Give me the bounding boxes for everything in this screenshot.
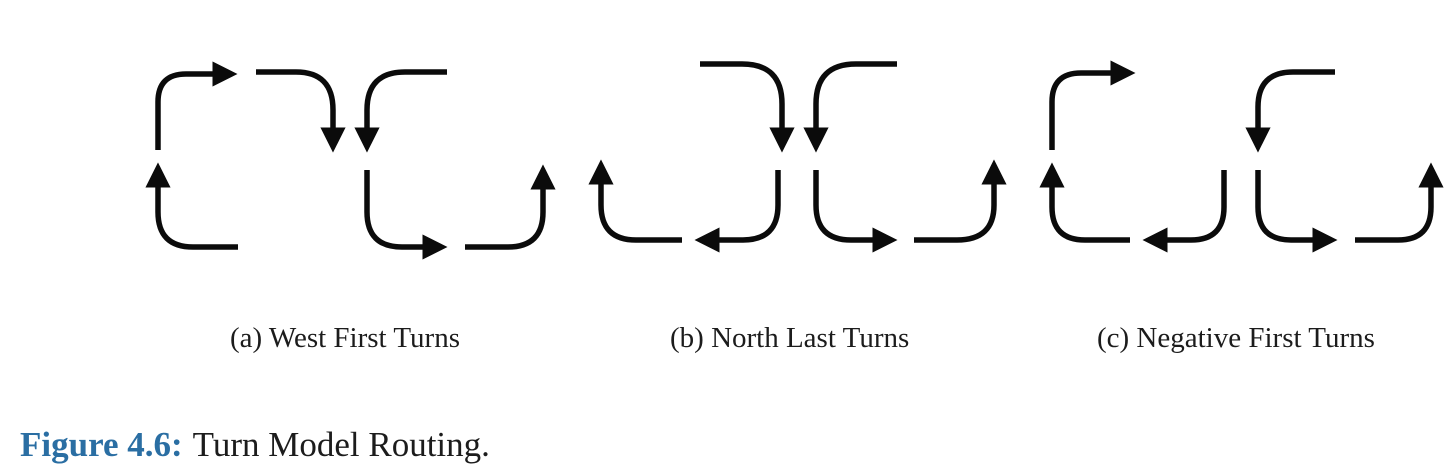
negative-first-west-to-south-turn-arrow	[1245, 69, 1335, 153]
north-last-south-to-west-turn-arrow	[694, 170, 781, 253]
west-first-east-to-north-turn-arrow	[465, 164, 556, 250]
west-first-west-to-north-turn-arrow	[145, 162, 238, 250]
turn-model-diagram	[145, 60, 1444, 260]
subfigure-caption-a: (a) West First Turns	[230, 322, 460, 354]
subfigure-caption-b: (b) North Last Turns	[670, 322, 910, 354]
negative-first-north-to-east-turn-arrow	[1049, 60, 1136, 150]
west-first-north-to-east-turn-arrow	[155, 61, 238, 150]
west-first-south-to-east-turn-arrow	[364, 170, 448, 260]
north-last-east-to-south-turn-arrow	[700, 61, 795, 153]
west-first-west-to-south-turn-arrow	[354, 69, 447, 153]
north-last-west-to-north-turn-arrow	[588, 159, 682, 243]
north-last-turns-group	[588, 61, 1007, 253]
north-last-east-to-north-turn-arrow	[914, 159, 1007, 243]
west-first-turns-group	[145, 61, 556, 260]
negative-first-east-to-north-turn-arrow	[1355, 162, 1444, 243]
negative-first-south-to-east-turn-arrow	[1255, 170, 1338, 253]
negative-first-west-to-north-turn-arrow	[1039, 162, 1130, 243]
figure-caption: Figure 4.6:Turn Model Routing.	[20, 425, 490, 465]
figure-label: Figure 4.6:	[20, 425, 183, 464]
west-first-east-to-south-turn-arrow	[256, 69, 346, 153]
subfigure-caption-c: (c) Negative First Turns	[1097, 322, 1375, 354]
negative-first-turns-group	[1039, 60, 1444, 253]
negative-first-north-to-west-turn-arrow	[1142, 170, 1227, 253]
north-last-west-to-south-turn-arrow	[803, 61, 897, 153]
north-last-south-to-east-turn-arrow	[813, 170, 898, 253]
figure-caption-text: Turn Model Routing.	[192, 425, 490, 464]
